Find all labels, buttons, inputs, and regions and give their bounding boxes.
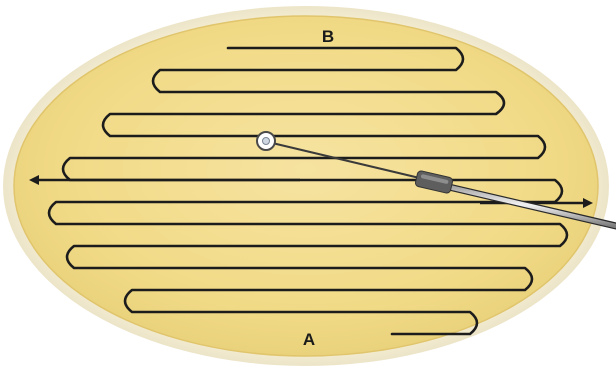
agar-surface — [14, 16, 598, 356]
label-b: B — [322, 27, 334, 46]
label-a: A — [303, 330, 315, 349]
pivot-center — [263, 138, 270, 145]
